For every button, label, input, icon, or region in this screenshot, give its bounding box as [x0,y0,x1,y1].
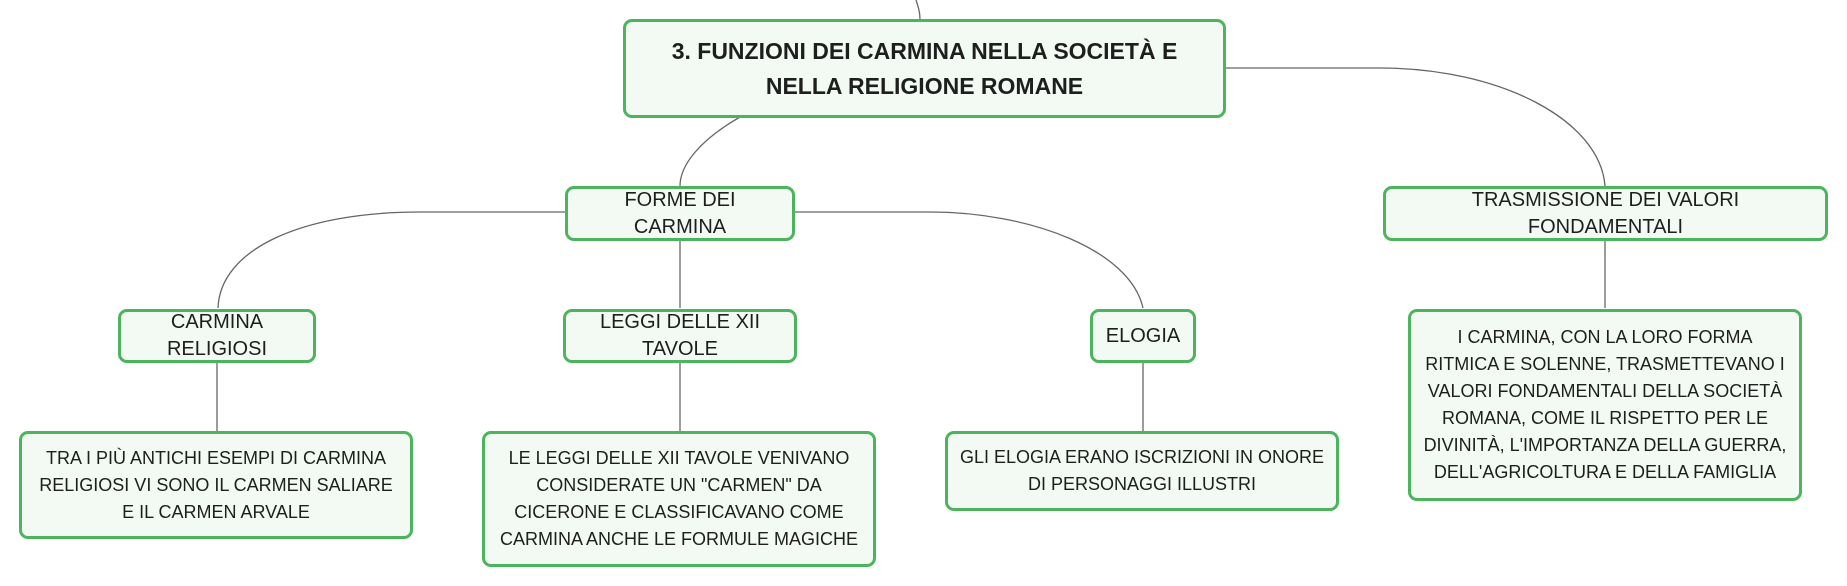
connector-forme-to-elogia [794,211,1144,309]
connector-root-to-trasmissione [1225,67,1606,187]
subtopic-elogia-label: ELOGIA [1105,324,1181,347]
subtopic-leggi-xii-tavole[interactable]: LEGGI DELLE XII TAVOLE [563,309,797,363]
root-topic[interactable]: 3. FUNZIONI DEI CARMINA NELLA SOCIETÀ E … [623,19,1226,118]
connector-forme-to-religiosi [217,211,565,309]
note-trasmissione-valori-text: I CARMINA, CON LA LORO FORMA RITMICA E S… [1423,327,1787,482]
note-leggi-xii-tavole-text: LE LEGGI DELLE XII TAVOLE VENIVANO CONSI… [499,448,859,549]
subtopic-leggi-xii-tavole-label: LEGGI DELLE XII TAVOLE [599,311,761,360]
subtopic-carmina-religiosi[interactable]: CARMINA RELIGIOSI [118,309,316,363]
topic-trasmissione-valori[interactable]: TRASMISSIONE DEI VALORI FONDAMENTALI [1383,186,1828,241]
topic-forme-dei-carmina-label: FORME DEI CARMINA [624,188,736,238]
note-carmina-religiosi[interactable]: TRA I PIÙ ANTICHI ESEMPI DI CARMINA RELI… [19,431,413,539]
note-leggi-xii-tavole[interactable]: LE LEGGI DELLE XII TAVOLE VENIVANO CONSI… [482,431,876,567]
note-trasmissione-valori[interactable]: I CARMINA, CON LA LORO FORMA RITMICA E S… [1408,309,1802,501]
root-topic-label: 3. FUNZIONI DEI CARMINA NELLA SOCIETÀ E … [671,37,1178,99]
note-elogia-text: GLI ELOGIA ERANO ISCRIZIONI IN ONORE DI … [959,447,1325,494]
subtopic-elogia[interactable]: ELOGIA [1090,309,1196,363]
topic-trasmissione-valori-label: TRASMISSIONE DEI VALORI FONDAMENTALI [1471,188,1740,238]
subtopic-carmina-religiosi-label: CARMINA RELIGIOSI [166,311,268,360]
note-carmina-religiosi-text: TRA I PIÙ ANTICHI ESEMPI DI CARMINA RELI… [39,447,393,522]
topic-forme-dei-carmina[interactable]: FORME DEI CARMINA [565,186,795,241]
note-elogia[interactable]: GLI ELOGIA ERANO ISCRIZIONI IN ONORE DI … [945,431,1339,511]
connector-from-parent [915,0,921,20]
connector-root-to-forme [679,116,741,187]
